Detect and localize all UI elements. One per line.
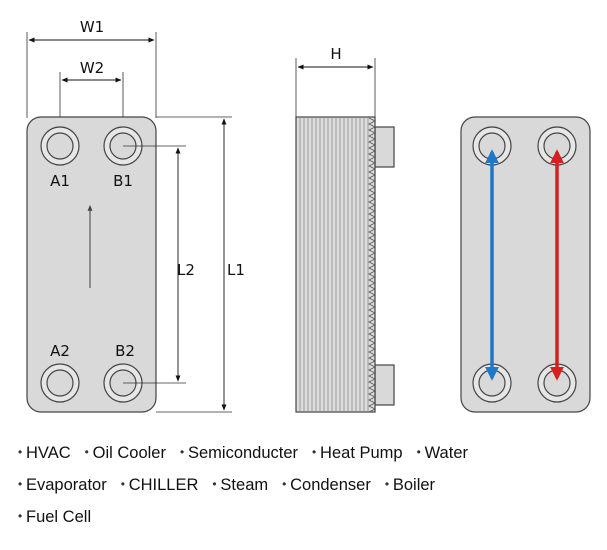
application-label: Water <box>424 444 468 462</box>
bullet-icon: • <box>18 509 23 523</box>
l2-label: L2 <box>177 261 195 279</box>
heat-exchanger-diagram: W1 W2 A1 B1 A2 B2 <box>26 18 591 413</box>
port-a2-label: A2 <box>50 342 70 360</box>
flow-port-top-right <box>537 126 577 166</box>
application-label: Condenser <box>290 476 371 494</box>
plate-stack <box>295 116 376 413</box>
front-view: W1 W2 A1 B1 A2 B2 <box>26 18 245 413</box>
plate-stack-edge <box>368 117 376 413</box>
bullet-icon: • <box>120 477 125 491</box>
bullet-icon: • <box>18 445 23 459</box>
port-a2 <box>40 363 80 403</box>
connector-top <box>374 126 395 168</box>
bullet-icon: • <box>84 445 89 459</box>
bullet-icon: • <box>18 477 23 491</box>
port-a1-label: A1 <box>50 172 70 190</box>
w2-label: W2 <box>80 59 104 77</box>
plate-stack-lines <box>299 118 369 411</box>
connector-bottom <box>374 364 395 406</box>
application-item: •Heat Pump <box>312 438 403 467</box>
application-item: •Steam <box>212 470 268 499</box>
application-label: Boiler <box>392 476 436 494</box>
h-dimension: H <box>295 45 376 118</box>
application-label: Evaporator <box>26 476 107 494</box>
application-label: Steam <box>220 476 269 494</box>
application-item: •Fuel Cell <box>18 502 91 531</box>
application-item: •Water <box>417 438 468 467</box>
plate-front <box>26 116 157 413</box>
port-b1-label: B1 <box>113 172 133 190</box>
application-row: •Fuel Cell <box>18 502 598 534</box>
bullet-icon: • <box>282 477 287 491</box>
bullet-icon: • <box>416 445 421 459</box>
bullet-icon: • <box>212 477 217 491</box>
bullet-icon: • <box>179 445 185 459</box>
application-label: Semiconducter <box>187 444 299 462</box>
application-label: Oil Cooler <box>92 444 166 462</box>
side-view: H <box>295 45 395 413</box>
bullet-icon: • <box>384 477 390 491</box>
application-row: •Evaporator•CHILLER•Steam•Condenser•Boil… <box>18 470 598 502</box>
application-row: •HVAC•Oil Cooler•Semiconducter•Heat Pump… <box>18 438 598 470</box>
application-item: •Oil Cooler <box>85 438 166 467</box>
application-item: •Condenser <box>282 470 371 499</box>
application-item: •Boiler <box>385 470 435 499</box>
applications-list: •HVAC•Oil Cooler•Semiconducter•Heat Pump… <box>18 438 598 534</box>
l1-label: L1 <box>227 261 245 279</box>
port-b2-label: B2 <box>115 342 135 360</box>
flow-view <box>460 116 591 413</box>
bullet-icon: • <box>312 445 317 459</box>
application-label: Fuel Cell <box>26 508 92 526</box>
application-label: CHILLER <box>128 476 199 494</box>
l2-dimension: L2 <box>123 145 195 384</box>
l1-dimension: L1 <box>156 116 245 413</box>
application-item: •HVAC <box>18 438 71 467</box>
port-a1 <box>40 126 80 166</box>
h-label: H <box>330 45 341 63</box>
application-item: •Evaporator <box>18 470 107 499</box>
w1-label: W1 <box>80 18 104 36</box>
application-item: •CHILLER <box>121 470 199 499</box>
w1-dimension: W1 <box>26 18 157 118</box>
application-label: Heat Pump <box>320 444 403 462</box>
application-item: •Semiconducter <box>180 438 298 467</box>
application-label: HVAC <box>26 444 71 462</box>
